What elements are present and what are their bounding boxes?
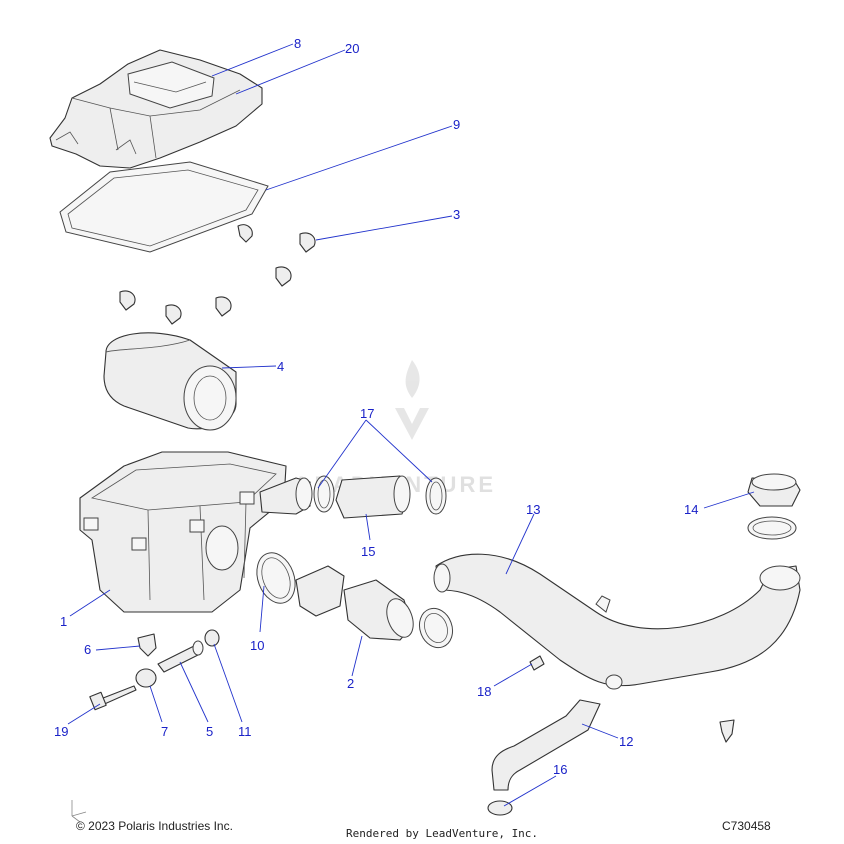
callout-15[interactable]: 15 <box>361 544 375 559</box>
intake-tube-13-part[interactable] <box>433 553 801 690</box>
callout-3[interactable]: 3 <box>453 207 460 222</box>
leader-10 <box>259 585 265 633</box>
grommet-7-part[interactable] <box>135 668 157 688</box>
spare-fitting-part[interactable] <box>719 719 735 743</box>
leader-11 <box>213 643 243 723</box>
airbox-outlet-pipe[interactable] <box>259 477 313 515</box>
intake-boot-2-part[interactable] <box>343 579 418 641</box>
leader-7 <box>149 685 163 723</box>
callout-14[interactable]: 14 <box>684 502 698 517</box>
intake-adapter-14-part[interactable] <box>747 473 801 507</box>
leader-3 <box>315 215 453 241</box>
callout-16[interactable]: 16 <box>553 762 567 777</box>
callout-9[interactable]: 9 <box>453 117 460 132</box>
clip-c[interactable] <box>275 266 292 287</box>
callout-7[interactable]: 7 <box>161 724 168 739</box>
leader-4 <box>221 365 277 369</box>
leader-14 <box>703 491 755 509</box>
callout-11[interactable]: 11 <box>238 724 252 739</box>
clip-f[interactable] <box>215 296 232 317</box>
leader-2 <box>351 635 363 677</box>
callout-10[interactable]: 10 <box>250 638 264 653</box>
leader-15 <box>365 513 371 541</box>
coupler-15-part[interactable] <box>335 475 411 519</box>
flame-logo-icon <box>405 360 420 398</box>
grommet-11-part[interactable] <box>204 629 220 647</box>
callout-20[interactable]: 20 <box>345 41 359 56</box>
hose-clamp-17-part[interactable] <box>313 475 335 513</box>
callout-13[interactable]: 13 <box>526 502 540 517</box>
leader-5 <box>179 661 209 723</box>
leader-19 <box>67 703 101 725</box>
rendered-by-notice: Rendered by LeadVenture, Inc. <box>346 827 539 840</box>
callout-5[interactable]: 5 <box>206 724 213 739</box>
clip-d[interactable] <box>119 290 136 311</box>
screw-18-part[interactable] <box>529 655 545 671</box>
leader-18 <box>493 663 533 687</box>
leader-12 <box>581 723 619 739</box>
leader-17b <box>365 419 433 483</box>
leader-lines <box>67 43 755 807</box>
leader-9 <box>265 125 453 191</box>
copyright-notice: © 2023 Polaris Industries Inc. <box>76 819 233 833</box>
intake-duct-part[interactable] <box>295 565 345 617</box>
callout-1[interactable]: 1 <box>60 614 67 629</box>
leader-16 <box>503 775 557 807</box>
callout-2[interactable]: 2 <box>347 676 354 691</box>
leader-20 <box>235 49 346 95</box>
clip-e[interactable] <box>165 304 182 325</box>
axis-triad-icon <box>71 800 87 823</box>
callout-labels: 8 20 9 3 4 17 15 13 14 1 6 10 2 18 19 7 … <box>54 36 698 777</box>
callout-6[interactable]: 6 <box>84 642 91 657</box>
hose-clamp-17b-part[interactable] <box>425 477 447 515</box>
bushing-5-part[interactable] <box>157 640 204 673</box>
callout-8[interactable]: 8 <box>294 36 301 51</box>
leader-1 <box>69 589 111 617</box>
airbox-gasket-part[interactable] <box>59 161 269 253</box>
hose-clamp-2b-part[interactable] <box>414 604 458 653</box>
v-logo-icon <box>395 408 429 440</box>
airbox-part[interactable] <box>79 451 287 613</box>
clip-a[interactable] <box>237 224 253 243</box>
leader-6 <box>95 645 141 651</box>
drain-valve-6-part[interactable] <box>137 633 157 657</box>
leader-8 <box>211 43 294 77</box>
callout-18[interactable]: 18 <box>477 684 491 699</box>
hose-clamp-10-part[interactable] <box>250 547 302 608</box>
callout-17[interactable]: 17 <box>360 406 374 421</box>
callout-12[interactable]: 12 <box>619 734 633 749</box>
clip-b[interactable] <box>299 232 316 253</box>
hose-clamp-14b-part[interactable] <box>747 516 797 540</box>
callout-4[interactable]: 4 <box>277 359 284 374</box>
diagram-code: C730458 <box>722 819 771 833</box>
callout-19[interactable]: 19 <box>54 724 68 739</box>
retaining-clips-part[interactable] <box>119 224 316 325</box>
drain-tube-12-part[interactable] <box>491 699 601 791</box>
leader-17a <box>317 419 367 489</box>
airbox-cover-part[interactable] <box>49 49 263 169</box>
air-filter-part[interactable] <box>103 332 237 431</box>
leader-13 <box>505 513 535 575</box>
